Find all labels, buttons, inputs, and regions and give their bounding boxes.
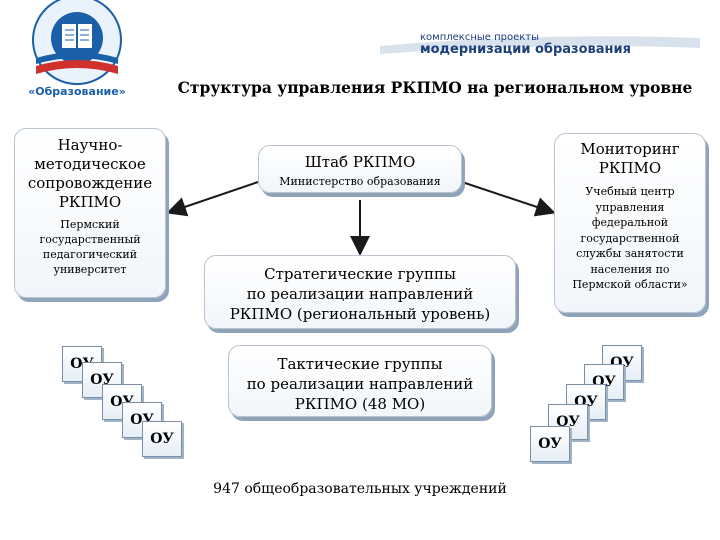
school-card: ОУ bbox=[530, 426, 570, 462]
strategic-line: РКПМО (региональный уровень) bbox=[229, 305, 491, 323]
logo-text: «Образование» bbox=[28, 85, 126, 98]
science-title-line: сопровождение bbox=[27, 174, 153, 192]
banner: комплексные проекты модернизации образов… bbox=[380, 32, 700, 56]
science-title: Научно- методическое сопровождение РКПМО bbox=[15, 136, 165, 212]
header: «Образование» комплексные проекты модерн… bbox=[0, 0, 720, 100]
monitoring-sub-line: Учебный центр bbox=[585, 185, 675, 198]
strategic-groups-box: Стратегические группы по реализации напр… bbox=[204, 255, 516, 329]
monitoring-sub-line: Пермской области» bbox=[572, 278, 688, 291]
schools-count-label: 947 общеобразовательных учреждений bbox=[213, 481, 507, 497]
monitoring-subtitle: Учебный центр управления федеральной гос… bbox=[555, 184, 705, 293]
strategic-line: по реализации направлений bbox=[246, 285, 474, 303]
tactical-line: по реализации направлений bbox=[246, 375, 474, 393]
science-subtitle: Пермский государственный педагогический … bbox=[15, 217, 165, 277]
science-sub-line: Пермский bbox=[60, 218, 120, 231]
banner-line2: модернизации образования bbox=[420, 42, 631, 56]
arrow-to-monitoring bbox=[461, 181, 556, 217]
monitoring-sub-line: государственной bbox=[580, 231, 680, 245]
science-title-line: Научно- bbox=[57, 136, 123, 154]
science-sub-line: педагогический bbox=[42, 248, 138, 261]
tactical-line: РКПМО (48 МО) bbox=[294, 395, 426, 413]
hq-box: Штаб РКПМО Министерство образования bbox=[258, 145, 462, 193]
tactical-line: Тактические группы bbox=[277, 355, 443, 373]
school-card: ОУ bbox=[142, 421, 182, 457]
monitoring-sub-line: федеральной bbox=[591, 216, 669, 229]
page-title: Структура управления РКПМО на региональн… bbox=[177, 78, 693, 97]
monitoring-sub-line: населения по bbox=[590, 262, 670, 276]
arrow-to-science bbox=[166, 181, 259, 217]
hq-title: Штаб РКПМО bbox=[304, 153, 416, 171]
monitoring-title: Мониторинг РКПМО bbox=[555, 140, 705, 178]
science-title-line: методическое bbox=[34, 155, 146, 173]
science-support-box: Научно- методическое сопровождение РКПМО… bbox=[14, 128, 166, 298]
science-title-line: РКПМО bbox=[58, 193, 122, 211]
monitoring-box: Мониторинг РКПМО Учебный центр управлени… bbox=[554, 133, 706, 313]
monitoring-sub-line: управления bbox=[595, 200, 665, 214]
national-projects-logo: «Образование» bbox=[28, 0, 126, 98]
science-sub-line: государственный bbox=[39, 233, 141, 246]
monitoring-sub-line: службы занятости bbox=[576, 247, 684, 260]
strategic-line: Стратегические группы bbox=[264, 265, 456, 283]
hq-subtitle: Министерство образования bbox=[279, 175, 441, 188]
monitoring-title-line: РКПМО bbox=[598, 159, 662, 177]
monitoring-title-line: Мониторинг bbox=[580, 140, 680, 158]
tactical-groups-box: Тактические группы по реализации направл… bbox=[228, 345, 492, 417]
science-sub-line: университет bbox=[53, 263, 127, 276]
banner-line1: комплексные проекты bbox=[420, 32, 539, 43]
